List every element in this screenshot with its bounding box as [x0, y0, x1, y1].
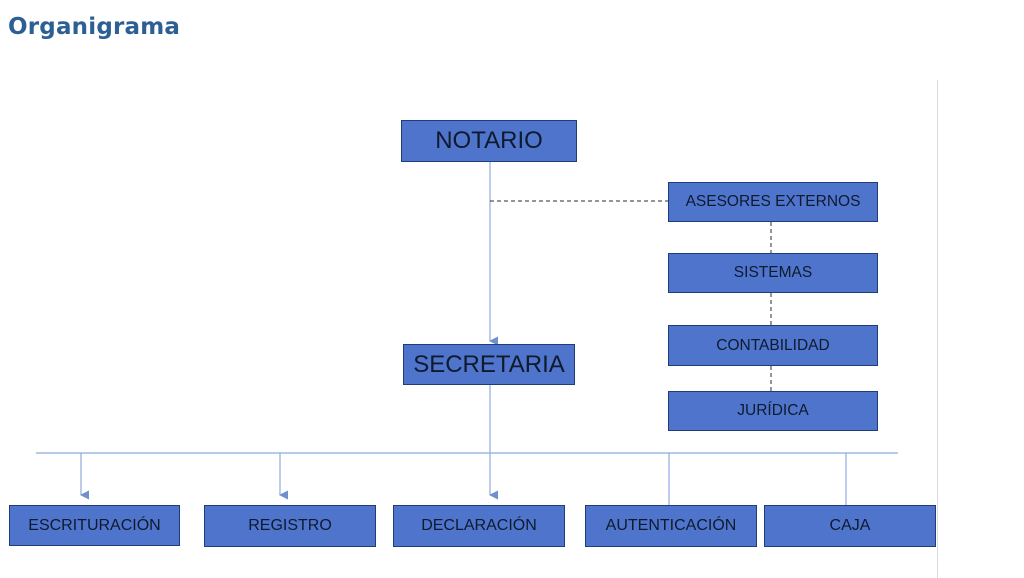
box-declaracion: DECLARACIÓN — [393, 505, 565, 547]
box-autenticacion: AUTENTICACIÓN — [585, 505, 757, 547]
box-caja: CAJA — [764, 505, 936, 547]
box-juridica: JURÍDICA — [668, 391, 878, 431]
box-secretaria: SECRETARIA — [403, 344, 575, 385]
box-asesores-externos: ASESORES EXTERNOS — [668, 182, 878, 222]
box-notario: NOTARIO — [401, 120, 577, 162]
box-contabilidad: CONTABILIDAD — [668, 325, 878, 366]
page-title: Organigrama — [8, 14, 181, 40]
right-divider — [937, 80, 938, 578]
box-sistemas: SISTEMAS — [668, 253, 878, 293]
box-registro: REGISTRO — [204, 505, 376, 547]
box-escrituracion: ESCRITURACIÓN — [9, 505, 180, 546]
